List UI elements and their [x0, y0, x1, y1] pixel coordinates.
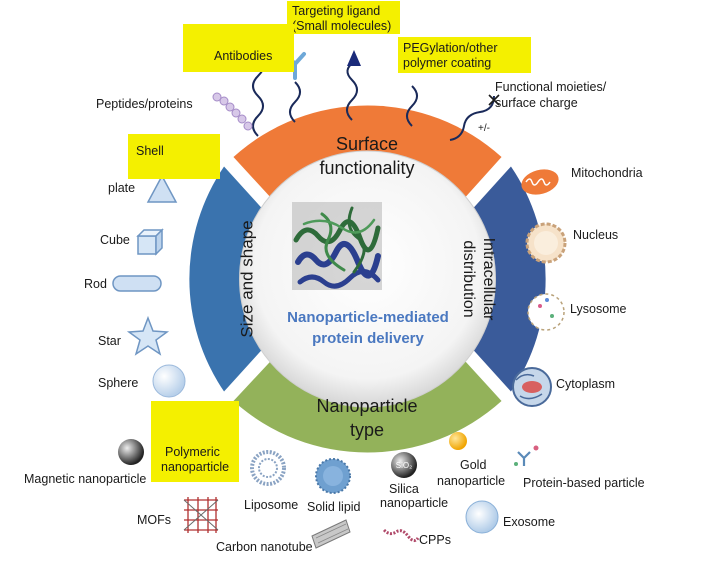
- gold-nanoparticle-icon: [449, 432, 467, 450]
- sphere-icon: [152, 364, 186, 398]
- rod-icon: [112, 275, 162, 292]
- plate-triangle-icon: [146, 174, 178, 203]
- cpps-chain-icon: [382, 528, 420, 543]
- pegylation-highlight: PEGylation/other polymer coating: [398, 37, 531, 73]
- silica-nanoparticle-icon: [391, 452, 417, 478]
- nucleus-label: Nucleus: [573, 228, 619, 242]
- functional-moieties-label-line2: surface charge: [495, 96, 578, 110]
- solid-lipid-label: Solid lipid: [307, 500, 361, 514]
- mitochondria-icon: [521, 169, 559, 195]
- gold-label-line2: nanoparticle: [437, 474, 506, 488]
- antibodies-label: Antibodies: [214, 49, 273, 63]
- magnetic-label: Magnetic nanoparticle: [24, 472, 147, 486]
- peptides-label: Peptides/proteins: [96, 97, 193, 111]
- sphere-label: Sphere: [98, 376, 139, 390]
- shell-label: Shell: [136, 144, 164, 158]
- targeting-arrow-icon: [347, 50, 361, 66]
- liposome-icon: [250, 450, 286, 486]
- small-molecules-label: (Small molecules): [292, 19, 392, 33]
- mofs-icon: [183, 497, 219, 533]
- protein-based-label: Protein-based particle: [523, 476, 645, 490]
- lysosome-icon: [527, 293, 565, 331]
- cube-icon: [136, 228, 164, 256]
- silica-symbol: SiO₂: [396, 461, 412, 470]
- intracellular-distribution-segment: [464, 166, 546, 392]
- mofs-label: MOFs: [137, 513, 172, 527]
- nucleus-icon: [525, 222, 567, 264]
- cytoplasm-label: Cytoplasm: [556, 377, 616, 391]
- center-title-line2: protein delivery: [312, 330, 424, 347]
- polymeric-label-line2: nanoparticle: [161, 460, 230, 474]
- carbon-nanotube-icon: [311, 519, 351, 549]
- segment-label-size-shape: Size and shape: [237, 220, 256, 337]
- lysosome-label: Lysosome: [570, 302, 627, 316]
- protein-structure-icon: [292, 202, 382, 290]
- targeting-ligand-highlight: Targeting ligand (Small molecules): [287, 1, 400, 34]
- exosome-label: Exosome: [503, 515, 556, 529]
- silica-label-line1: Silica: [389, 482, 419, 496]
- carbon-nanotube-label: Carbon nanotube: [216, 540, 313, 554]
- mitochondria-label: Mitochondria: [571, 166, 643, 180]
- star-icon: [126, 315, 170, 356]
- gold-label-line1: Gold: [460, 458, 487, 472]
- center-title-line1: Nanoparticle-mediated: [287, 309, 449, 326]
- magnetic-nanoparticle-icon: [118, 439, 144, 465]
- silica-label-line2: nanoparticle: [380, 496, 449, 510]
- size-shape-segment: [189, 166, 271, 392]
- peptide-chain-icon: [212, 92, 253, 131]
- cpps-label: CPPs: [419, 533, 451, 547]
- liposome-label: Liposome: [244, 498, 299, 512]
- charge-sign-label: +/-: [478, 123, 490, 134]
- shell-highlight: Shell: [128, 134, 220, 179]
- targeting-ligand-label: Targeting ligand: [292, 4, 381, 18]
- segment-label-intracellular: Intracellulardistribution: [460, 238, 497, 321]
- polymeric-label-line1: Polymeric: [165, 445, 220, 459]
- functional-moieties-label-line1: Functional moieties/: [495, 80, 607, 94]
- pegylation-label-line2: polymer coating: [403, 56, 492, 70]
- cytoplasm-icon: [512, 367, 552, 407]
- charge-moiety-icon: [488, 94, 500, 106]
- cube-label: Cube: [100, 233, 130, 247]
- protein-based-particle-icon: [514, 445, 539, 466]
- polymeric-highlight: Polymeric nanoparticle: [151, 401, 239, 482]
- solid-lipid-icon: [315, 458, 351, 494]
- antibodies-highlight: Antibodies: [183, 24, 294, 72]
- pegylation-label-line1: PEGylation/other: [403, 41, 498, 55]
- rod-label: Rod: [84, 277, 107, 291]
- star-label: Star: [98, 334, 121, 348]
- plate-label: plate: [108, 181, 136, 195]
- exosome-icon: [465, 500, 499, 534]
